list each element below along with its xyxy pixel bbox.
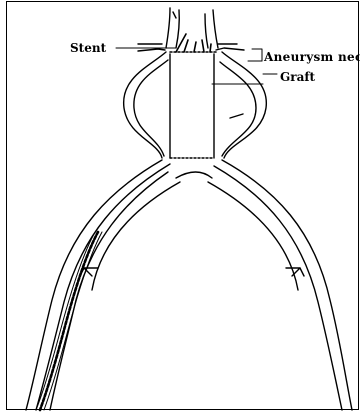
aneurysm-sac	[124, 52, 267, 158]
graft	[170, 54, 214, 158]
aneurysm-neck-label: Aneurysm neck	[264, 51, 360, 63]
iliac-arteries	[26, 160, 352, 410]
leader-lines	[116, 48, 277, 84]
upper-aorta	[166, 8, 218, 48]
graft-label: Graft	[280, 71, 315, 83]
stent-label: Stent	[70, 42, 106, 54]
delivery-sheath	[36, 232, 102, 410]
